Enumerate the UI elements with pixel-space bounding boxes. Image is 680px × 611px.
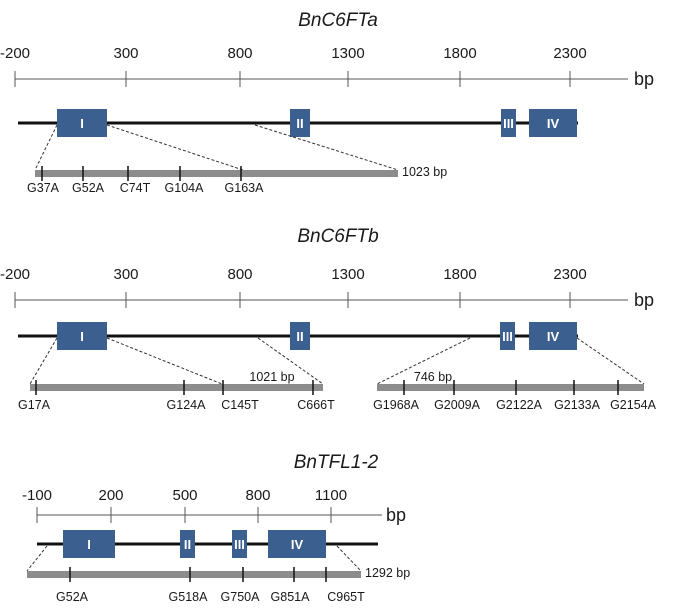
mutation-label: G750A bbox=[221, 590, 261, 604]
tick-label: 2300 bbox=[553, 45, 586, 62]
mutation-label: G52A bbox=[56, 590, 89, 604]
exon-label: III bbox=[503, 116, 514, 131]
region-length-label: 1023 bp bbox=[402, 165, 447, 179]
zoom-guide-line bbox=[106, 124, 244, 171]
sequenced-region-bar bbox=[35, 170, 398, 177]
exon-box bbox=[500, 322, 515, 350]
exon-label: I bbox=[80, 116, 84, 131]
sequenced-region-bar bbox=[27, 571, 361, 578]
exon-label: I bbox=[87, 537, 91, 552]
zoom-guide-line bbox=[257, 337, 324, 385]
tick-label: 200 bbox=[98, 487, 123, 504]
region-length-label: 746 bp bbox=[414, 370, 452, 384]
exon-box bbox=[529, 109, 577, 137]
mutation-label: C965T bbox=[327, 590, 365, 604]
gene-title: BnC6FTb bbox=[297, 226, 378, 247]
mutation-label: G17A bbox=[18, 398, 51, 412]
tick-label: 1100 bbox=[315, 487, 347, 504]
zoom-guide-line bbox=[34, 124, 58, 171]
tick-label: -200 bbox=[0, 45, 30, 62]
zoom-guide-line bbox=[336, 545, 362, 572]
tick-label: 800 bbox=[227, 45, 252, 62]
tick-label: 1300 bbox=[331, 45, 364, 62]
exon-box bbox=[57, 109, 107, 137]
zoom-guide-line bbox=[376, 337, 471, 385]
gene-title: BnTFL1-2 bbox=[294, 452, 379, 473]
mutation-label: G104A bbox=[165, 181, 205, 195]
tick-label: 800 bbox=[227, 266, 252, 283]
tick-label: -200 bbox=[0, 266, 30, 283]
exon-label: III bbox=[234, 537, 245, 552]
sequenced-region-bar bbox=[377, 384, 644, 391]
exon-label: II bbox=[184, 537, 191, 552]
zoom-guide-line bbox=[29, 337, 58, 385]
tick-label: 2300 bbox=[553, 266, 586, 283]
axis-unit: bp bbox=[634, 290, 654, 310]
mutation-label: G124A bbox=[167, 398, 207, 412]
exon-box bbox=[63, 530, 115, 558]
exon-box bbox=[268, 530, 326, 558]
mutation-label: G2122A bbox=[496, 398, 543, 412]
tick-label: 500 bbox=[172, 487, 197, 504]
tick-label: 300 bbox=[113, 45, 138, 62]
mutation-label: G2154A bbox=[610, 398, 657, 412]
tick-label: 1800 bbox=[443, 266, 476, 283]
axis-unit: bp bbox=[386, 505, 406, 525]
axis-unit: bp bbox=[634, 69, 654, 89]
gene-title: BnC6FTa bbox=[298, 10, 378, 31]
exon-box bbox=[529, 322, 577, 350]
mutation-label: G52A bbox=[72, 181, 105, 195]
region-length-label: 1021 bp bbox=[249, 370, 294, 384]
exon-label: IV bbox=[547, 116, 560, 131]
exon-box bbox=[232, 530, 247, 558]
tick-label: 300 bbox=[113, 266, 138, 283]
mutation-label: G2133A bbox=[554, 398, 601, 412]
mutation-label: G1968A bbox=[373, 398, 420, 412]
mutation-label: G37A bbox=[27, 181, 60, 195]
mutation-label: C74T bbox=[120, 181, 151, 195]
exon-box bbox=[290, 109, 310, 137]
mutation-label: G518A bbox=[169, 590, 209, 604]
zoom-guide-line bbox=[576, 337, 645, 385]
exon-label: IV bbox=[547, 329, 560, 344]
exon-label: IV bbox=[291, 537, 304, 552]
region-length-label: 1292 bp bbox=[365, 566, 410, 580]
tick-label: 1800 bbox=[443, 45, 476, 62]
mutation-label: G2009A bbox=[434, 398, 481, 412]
zoom-guide-line bbox=[254, 124, 399, 171]
exon-box bbox=[501, 109, 516, 137]
mutation-label: G851A bbox=[271, 590, 311, 604]
mutation-label: C145T bbox=[221, 398, 259, 412]
zoom-guide-line bbox=[26, 545, 48, 572]
exon-label: I bbox=[80, 329, 84, 344]
exon-label: III bbox=[502, 329, 513, 344]
exon-label: II bbox=[296, 329, 303, 344]
tick-label: 800 bbox=[245, 487, 270, 504]
mutation-label: C666T bbox=[297, 398, 335, 412]
exon-box bbox=[290, 322, 310, 350]
tick-label: -100 bbox=[22, 487, 52, 504]
zoom-guide-line bbox=[106, 337, 223, 385]
mutation-label: G163A bbox=[225, 181, 265, 195]
tick-label: 1300 bbox=[331, 266, 364, 283]
exon-box bbox=[180, 530, 195, 558]
exon-box bbox=[57, 322, 107, 350]
sequenced-region-bar bbox=[30, 384, 323, 391]
exon-label: II bbox=[296, 116, 303, 131]
